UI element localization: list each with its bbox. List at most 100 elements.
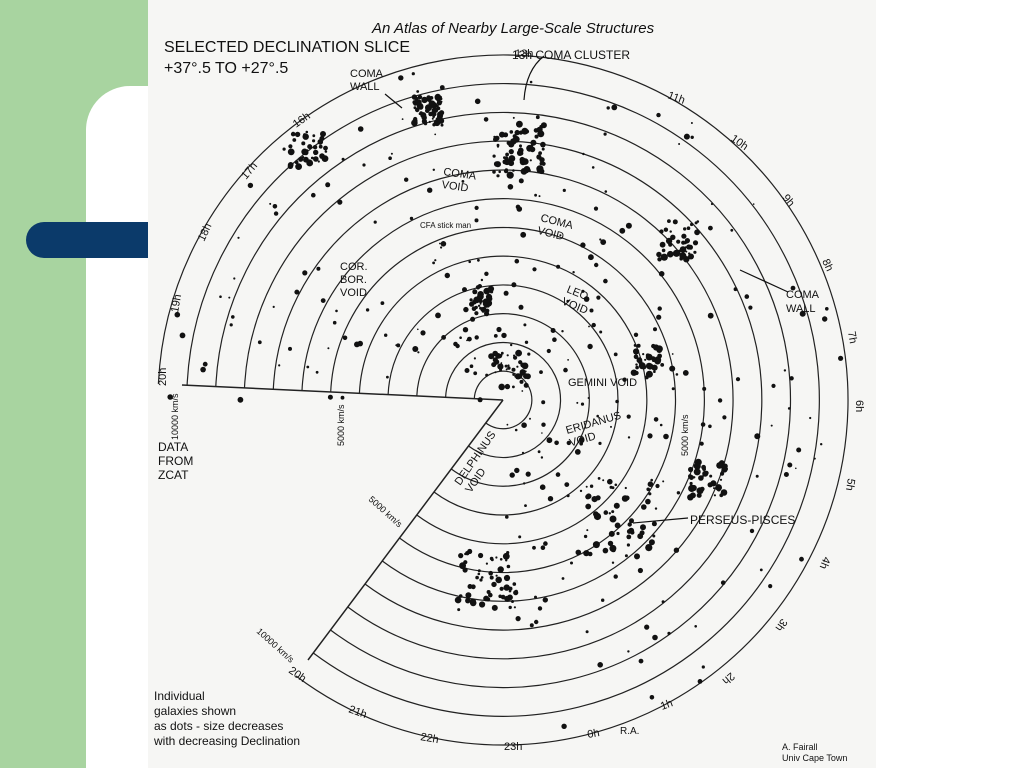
- galaxy-dot: [504, 595, 511, 602]
- galaxy-dot: [566, 494, 570, 498]
- galaxy-dot: [510, 343, 513, 347]
- galaxy-dot: [667, 219, 671, 224]
- galaxy-dot: [507, 364, 510, 367]
- galaxy-dot: [518, 178, 524, 184]
- galaxy-dot: [489, 575, 494, 580]
- galaxy-dot: [730, 228, 734, 232]
- galaxy-dot: [783, 369, 787, 372]
- galaxy-dot: [365, 308, 370, 312]
- galaxy-dot: [499, 131, 505, 138]
- galaxy-dot: [500, 362, 503, 364]
- leo-void-label: LEOVOID: [560, 284, 594, 317]
- galaxy-dot: [174, 311, 181, 318]
- galaxy-dot: [541, 400, 546, 405]
- galaxy-dot: [596, 414, 599, 418]
- galaxy-dot: [645, 353, 650, 358]
- ra-label: 9h: [780, 192, 797, 209]
- galaxy-dot: [633, 332, 639, 337]
- galaxy-dots: [167, 72, 844, 729]
- cfa-stick-man-label: CFA stick man: [420, 221, 471, 230]
- galaxy-dot: [662, 480, 665, 483]
- ra-label: 22h: [419, 731, 439, 746]
- ra-label: 4h: [817, 555, 833, 571]
- galaxy-dot: [486, 304, 490, 308]
- galaxy-dot: [401, 118, 404, 120]
- galaxy-dot: [494, 371, 497, 374]
- galaxy-dot: [462, 327, 469, 333]
- galaxy-dot: [523, 323, 527, 327]
- galaxy-dot: [504, 168, 508, 172]
- galaxy-dot: [515, 616, 521, 622]
- galaxy-dot: [272, 204, 278, 209]
- galaxy-dot: [542, 597, 548, 603]
- galaxy-dot: [454, 596, 462, 604]
- galaxy-dot: [735, 377, 741, 382]
- ra-label: 13h: [515, 48, 533, 60]
- galaxy-dot: [525, 471, 531, 477]
- galaxy-dot: [488, 592, 493, 598]
- galaxy-dot: [439, 97, 443, 101]
- galaxy-dot: [654, 357, 661, 365]
- galaxy-dot: [534, 134, 539, 139]
- galaxy-dot: [290, 131, 296, 137]
- galaxy-dot: [559, 234, 562, 237]
- ra-label: 8h: [819, 257, 835, 273]
- galaxy-dot: [432, 123, 436, 127]
- galaxy-dot: [813, 457, 816, 460]
- galaxy-dot: [570, 561, 573, 565]
- velocity-label-right-5000: 5000 km/s: [680, 414, 690, 456]
- galaxy-dot: [799, 556, 804, 562]
- galaxy-dot: [520, 231, 527, 238]
- velocity-rings: [157, 54, 849, 746]
- ra-label: 21h: [347, 704, 368, 722]
- galaxy-dot: [655, 483, 660, 489]
- galaxy-dot: [479, 292, 482, 295]
- galaxy-dot: [492, 154, 496, 158]
- galaxy-dot: [633, 348, 640, 355]
- galaxy-dot: [537, 130, 545, 138]
- galaxy-dot: [500, 594, 506, 600]
- galaxy-dot: [473, 296, 481, 304]
- galaxy-dot: [272, 305, 275, 308]
- label-line: Univ Cape Town: [782, 753, 847, 763]
- galaxy-dot: [499, 586, 504, 591]
- galaxy-dot: [420, 330, 426, 336]
- galaxy-dot: [475, 285, 481, 290]
- galaxy-dot: [579, 441, 583, 446]
- galaxy-dot: [480, 308, 484, 312]
- galaxy-dot: [693, 250, 697, 254]
- galaxy-dot: [708, 424, 712, 429]
- ra-label: 16h: [291, 110, 313, 130]
- galaxy-dot: [534, 619, 539, 625]
- galaxy-dot: [473, 371, 478, 376]
- galaxy-dot: [652, 634, 658, 641]
- galaxy-dot: [647, 433, 653, 439]
- galaxy-dot: [474, 205, 479, 210]
- galaxy-dot: [626, 414, 631, 419]
- galaxy-dot: [499, 353, 503, 357]
- galaxy-dot: [683, 227, 687, 231]
- coma-wall-arrow-right: [739, 269, 789, 293]
- galaxy-dot: [508, 605, 512, 610]
- galaxy-dot: [233, 277, 236, 280]
- label-line: Individual: [154, 689, 205, 703]
- galaxy-dot: [667, 250, 674, 258]
- galaxy-dot: [644, 358, 647, 361]
- galaxy-dot: [646, 363, 654, 370]
- galaxy-dot: [676, 491, 681, 495]
- galaxy-dot: [416, 90, 420, 93]
- galaxy-dot: [514, 129, 520, 136]
- galaxy-map-figure: An Atlas of Nearby Large-Scale Structure…: [148, 0, 876, 768]
- velocity-ring: [387, 284, 619, 516]
- galaxy-dot: [467, 584, 473, 589]
- galaxy-dot: [231, 315, 235, 319]
- galaxy-dot: [635, 365, 639, 370]
- galaxy-dot: [540, 456, 544, 459]
- galaxy-dot: [437, 115, 440, 118]
- galaxy-dot: [413, 106, 417, 110]
- galaxy-dot: [651, 358, 656, 363]
- galaxy-dot: [468, 260, 472, 264]
- galaxy-dot: [697, 679, 703, 684]
- galaxy-dot: [759, 568, 763, 572]
